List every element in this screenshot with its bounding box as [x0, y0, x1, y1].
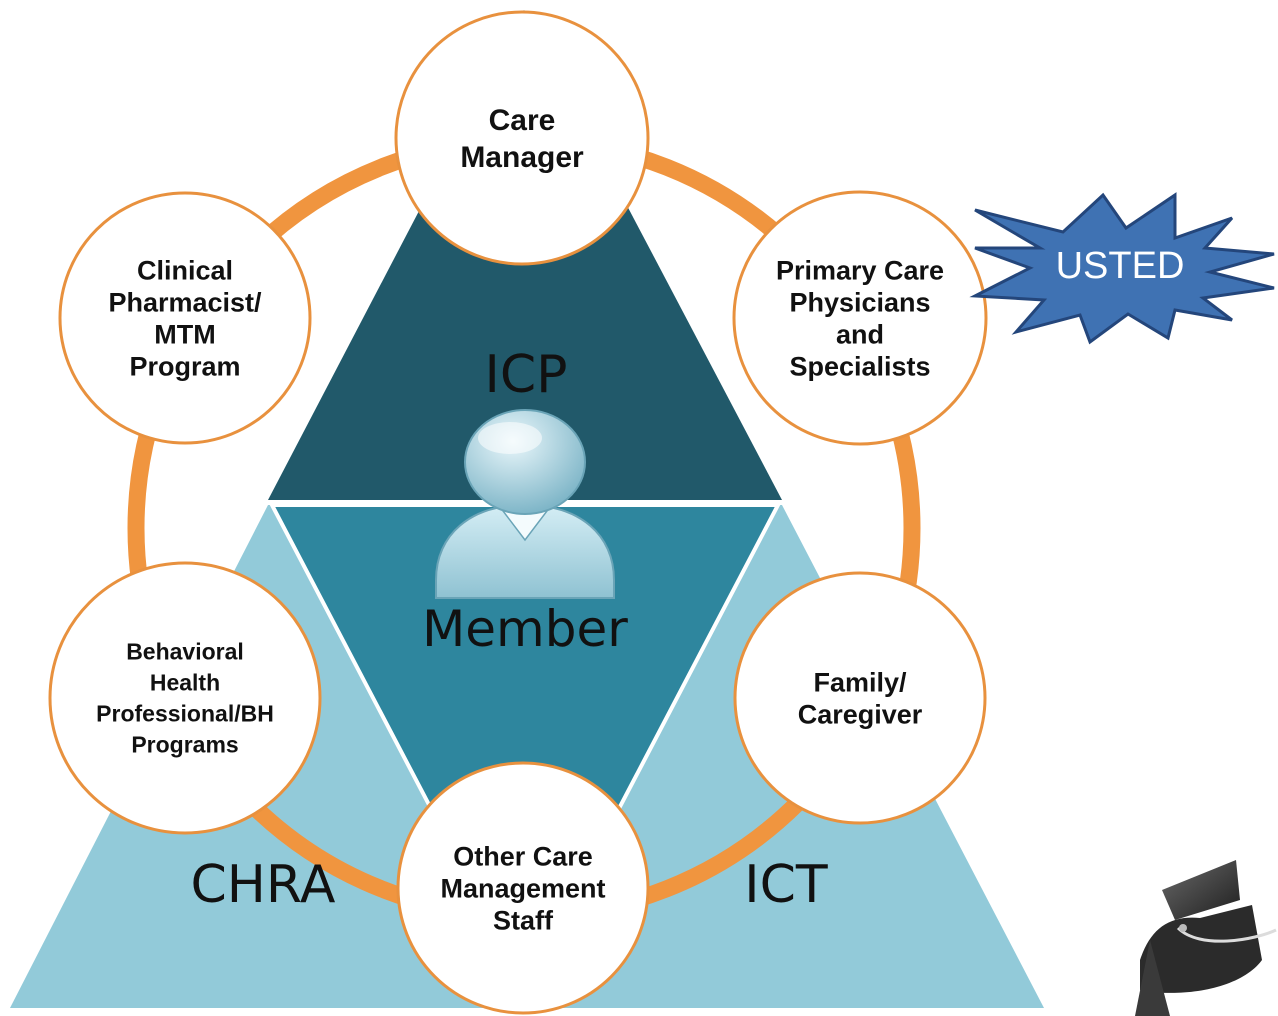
node-circle	[48, 561, 322, 835]
node-family: Family/Caregiver	[733, 571, 987, 825]
node-circle	[732, 190, 988, 446]
node-label-line: Health	[150, 670, 220, 696]
node-label-line: Pharmacist/	[108, 287, 262, 317]
chra-label: CHRA	[190, 855, 335, 915]
node-label-line: Staff	[493, 905, 554, 935]
graduation-cap-icon	[1135, 860, 1277, 1016]
node-label-line: Clinical	[137, 255, 233, 285]
node-label-line: Caregiver	[798, 699, 923, 729]
node-label-line: Family/	[813, 667, 907, 697]
node-circle	[394, 10, 650, 266]
node-circle	[733, 571, 987, 825]
member-person-icon	[435, 409, 615, 599]
usted-label: USTED	[1056, 245, 1185, 287]
node-label-line: Behavioral	[126, 639, 244, 665]
node-label-line: Professional/BH	[96, 701, 274, 727]
node-circle	[58, 191, 312, 445]
ict-label: ICT	[744, 855, 828, 915]
icp-label: ICP	[484, 345, 567, 405]
node-label-line: MTM	[154, 319, 215, 349]
node-label-line: Primary Care	[776, 255, 944, 285]
usted-starburst: USTED	[969, 192, 1275, 345]
starburst-callout	[969, 192, 1275, 345]
node-label-line: Program	[129, 351, 240, 381]
node-label-line: Care	[489, 104, 556, 137]
node-label-line: Programs	[131, 732, 238, 758]
node-label-line: Other Care	[453, 841, 593, 871]
node-label-line: and	[836, 319, 884, 349]
node-label-line: Specialists	[789, 351, 930, 381]
node-label-line: Manager	[460, 141, 584, 174]
node-label-line: Management	[440, 873, 605, 903]
node-circle	[396, 761, 650, 1015]
node-label-line: Physicians	[789, 287, 930, 317]
member-label: Member	[422, 600, 628, 658]
